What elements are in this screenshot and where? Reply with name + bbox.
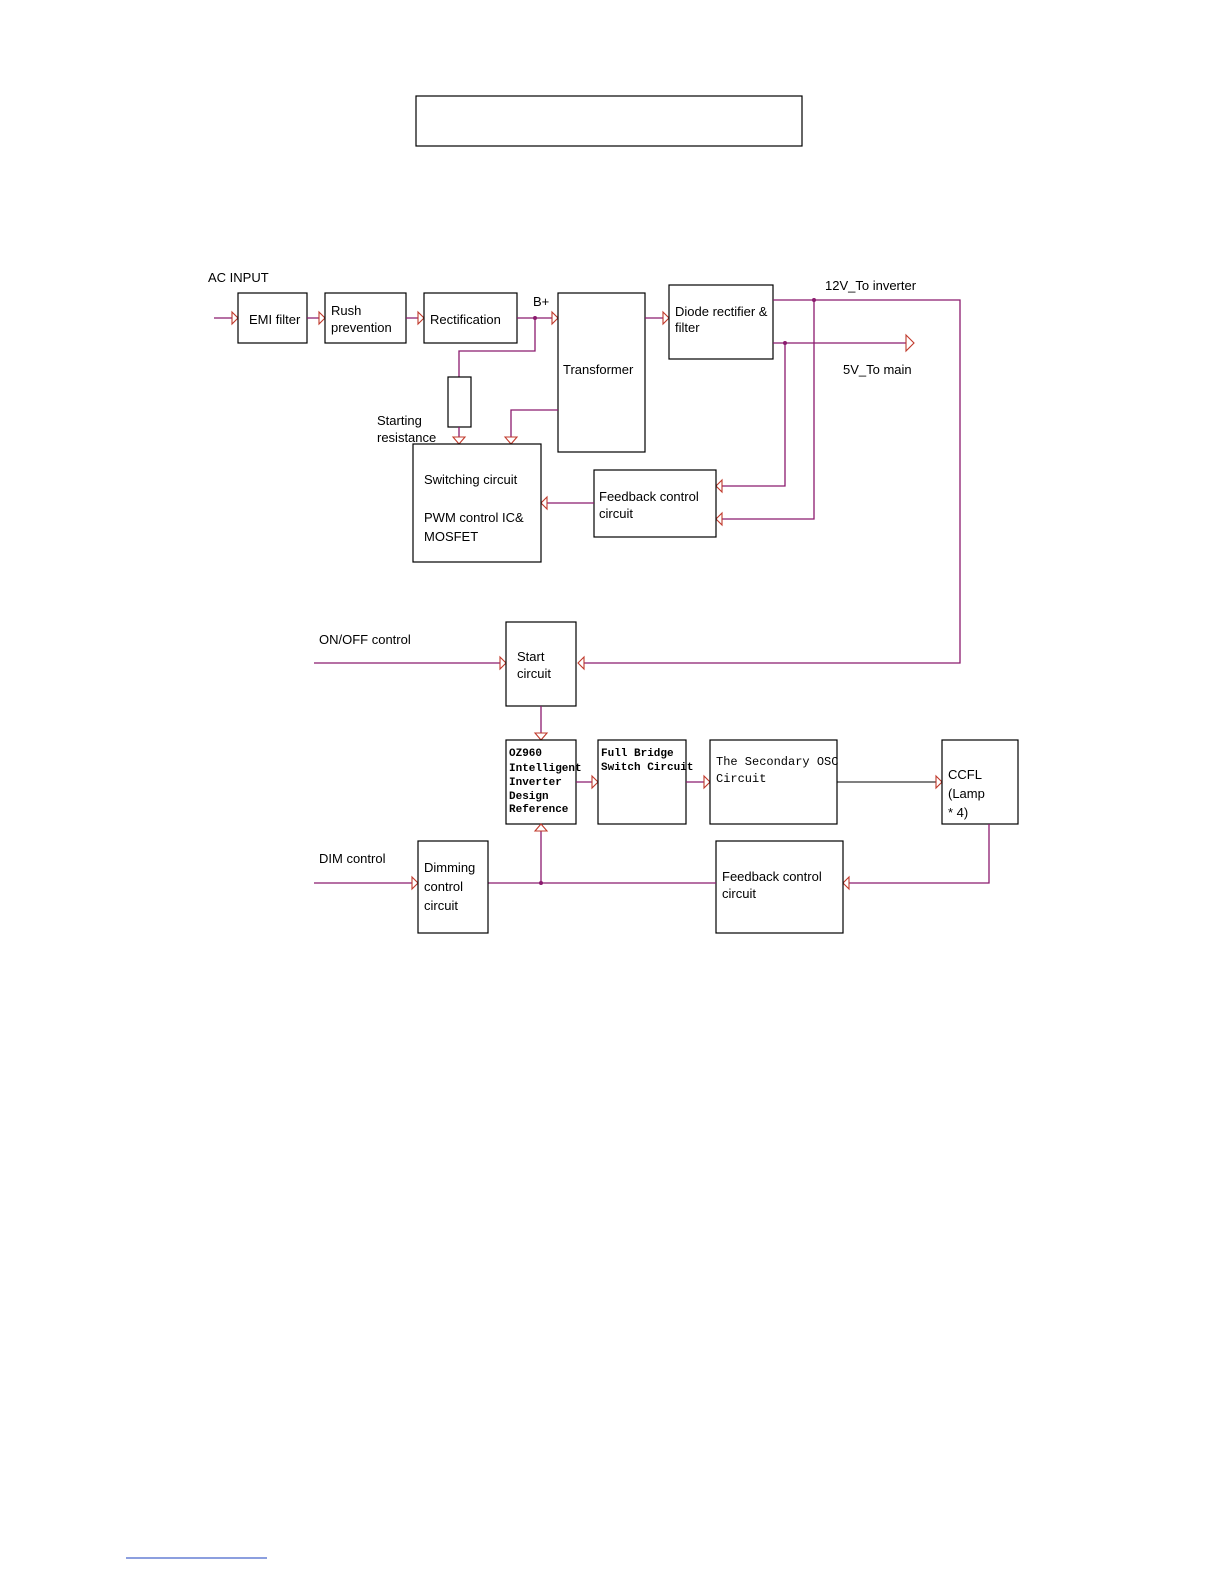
arrow-start-oz960 bbox=[533, 732, 549, 741]
block-rush-prevention bbox=[324, 292, 407, 344]
secondary-line-0: The Secondary OSC bbox=[716, 755, 838, 769]
arrow-rect-transformer bbox=[551, 310, 559, 326]
arrow-secondary-ccfl bbox=[935, 774, 943, 790]
emi-line-0: EMI filter bbox=[249, 312, 301, 327]
rush-line-1: prevention bbox=[331, 320, 392, 335]
oz960-line-1: Intelligent bbox=[509, 763, 582, 775]
rush-line-0: Rush bbox=[331, 303, 361, 318]
arrow-emi-rush bbox=[318, 310, 326, 326]
switching-line-0: Switching circuit bbox=[424, 472, 518, 487]
dimming-line-1: control bbox=[424, 879, 463, 894]
fullbridge-line-1: Switch Circuit bbox=[601, 762, 693, 774]
block-dimming-control bbox=[417, 840, 489, 934]
fullbridge-line-0: Full Bridge bbox=[601, 748, 674, 760]
arrow-transformer-diode bbox=[662, 310, 670, 326]
block-switching-circuit bbox=[412, 443, 542, 563]
start-line-1: circuit bbox=[517, 666, 551, 681]
dimming-line-0: Dimming bbox=[424, 860, 475, 875]
switching-line-2: MOSFET bbox=[424, 529, 478, 544]
wire-12v-feedback bbox=[716, 300, 815, 520]
starting-resistor bbox=[447, 376, 472, 428]
block-ccfl bbox=[941, 739, 1019, 825]
switching-line-1: PWM control IC& bbox=[424, 510, 524, 525]
feedback2-line-0: Feedback control bbox=[722, 869, 822, 884]
arrow-5v bbox=[905, 333, 915, 353]
block-start-circuit bbox=[505, 621, 577, 707]
starting-resistance-line-1: resistance bbox=[377, 430, 436, 445]
feedback1-line-0: Feedback control bbox=[599, 489, 699, 504]
oz960-line-3: Design bbox=[509, 791, 549, 803]
rect-line-0: Rectification bbox=[430, 312, 501, 327]
arrow-5v-feedback bbox=[715, 478, 723, 494]
diode-line-0: Diode rectifier & bbox=[675, 304, 768, 319]
arrow-12v-start bbox=[577, 655, 585, 671]
block-oz960 bbox=[505, 739, 577, 825]
wire-ccfl-feedback bbox=[843, 824, 990, 884]
on-off-label: ON/OFF control bbox=[319, 632, 411, 647]
ac-input-label: AC INPUT bbox=[208, 270, 269, 285]
ccfl-line-1: (Lamp bbox=[948, 786, 985, 801]
starting-resistance-line-0: Starting bbox=[377, 413, 422, 428]
block-feedback-control-2 bbox=[715, 840, 844, 934]
arrow-bridge-secondary bbox=[703, 774, 711, 790]
arrow-on-off bbox=[499, 655, 507, 671]
ccfl-line-2: * 4) bbox=[948, 805, 968, 820]
feedback2-line-1: circuit bbox=[722, 886, 756, 901]
block-diode-rectifier bbox=[668, 284, 774, 360]
dimming-line-2: circuit bbox=[424, 898, 458, 913]
wire-12v-to-start bbox=[578, 299, 961, 664]
start-line-0: Start bbox=[517, 649, 545, 664]
arrow-rush-rect bbox=[417, 310, 425, 326]
arrow-dim-oz960 bbox=[533, 823, 549, 832]
block-full-bridge bbox=[597, 739, 687, 825]
secondary-line-1: Circuit bbox=[716, 772, 766, 786]
arrow-oz960-bridge bbox=[591, 774, 599, 790]
diode-line-1: filter bbox=[675, 320, 700, 335]
arrow-resistor-switch bbox=[451, 436, 467, 445]
arrow-ac-in bbox=[231, 310, 239, 326]
feedback1-line-1: circuit bbox=[599, 506, 633, 521]
block-rectification bbox=[423, 292, 518, 344]
arrow-feedback-switch bbox=[540, 495, 548, 511]
arrow-12v-feedback bbox=[715, 511, 723, 527]
oz960-line-4: Reference bbox=[509, 804, 569, 816]
block-transformer bbox=[557, 292, 646, 453]
v5-label: 5V_To main bbox=[843, 362, 912, 377]
block-secondary-osc bbox=[709, 739, 838, 825]
v12-label: 12V_To inverter bbox=[825, 278, 917, 293]
oz960-line-2: Inverter bbox=[509, 777, 562, 789]
wire-b-plus-resistor bbox=[458, 318, 536, 377]
oz960-line-0: OZ960 bbox=[509, 748, 542, 760]
dim-label: DIM control bbox=[319, 851, 386, 866]
b-plus-label: B+ bbox=[533, 294, 549, 309]
arrow-ccfl-feedback bbox=[842, 875, 850, 891]
block-feedback-control-1 bbox=[593, 469, 717, 538]
wire-transformer-switch bbox=[510, 409, 558, 444]
transformer-line-0: Transformer bbox=[563, 362, 634, 377]
ccfl-line-0: CCFL bbox=[948, 767, 982, 782]
arrow-transformer-switch bbox=[503, 436, 519, 445]
title-frame bbox=[415, 95, 803, 147]
arrow-dim-in bbox=[411, 875, 419, 891]
wire-5v-feedback bbox=[716, 343, 786, 487]
